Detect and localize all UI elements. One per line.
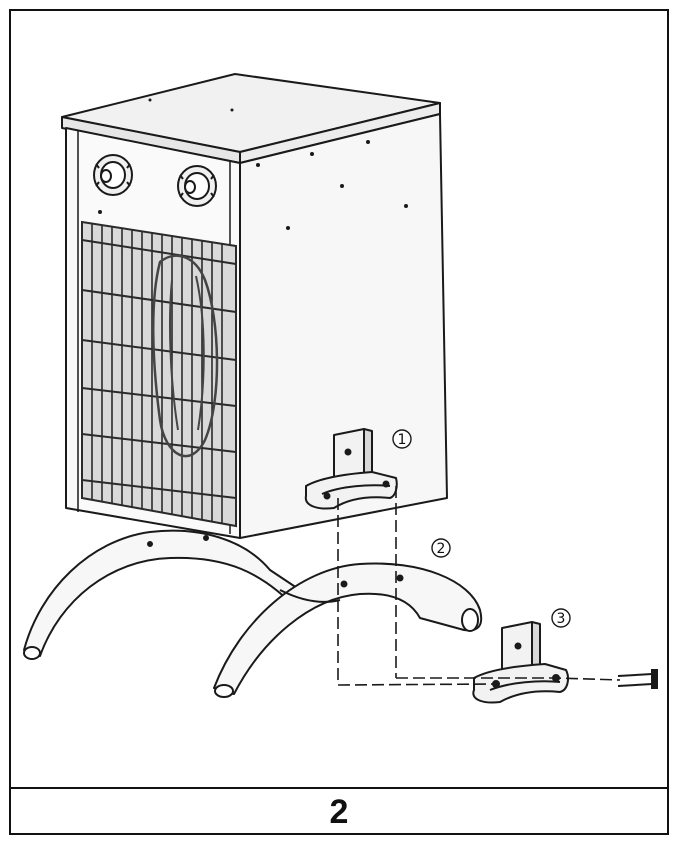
svg-text:1: 1 [398,432,407,448]
heater-assembly-drawing: 1 2 3 [23,73,658,704]
svg-text:3: 3 [557,611,566,627]
figure-frame [9,9,669,835]
control-knob-left [93,154,133,196]
screw-dots [98,98,408,230]
mounting-bracket-1 [304,428,398,510]
svg-text:2: 2 [437,541,446,557]
support-foot-tube [23,529,483,698]
callout-3: 3 [551,608,571,628]
caption-divider [9,787,669,789]
figure-number: 2 [329,792,349,831]
callout-1: 1 [392,429,412,449]
mounting-bracket-3 [472,621,569,704]
callout-2: 2 [431,538,451,558]
assembly-guide-lines [337,486,621,686]
heater-grille [81,220,237,528]
control-knob-right [177,165,217,207]
fixing-screws [617,669,658,689]
